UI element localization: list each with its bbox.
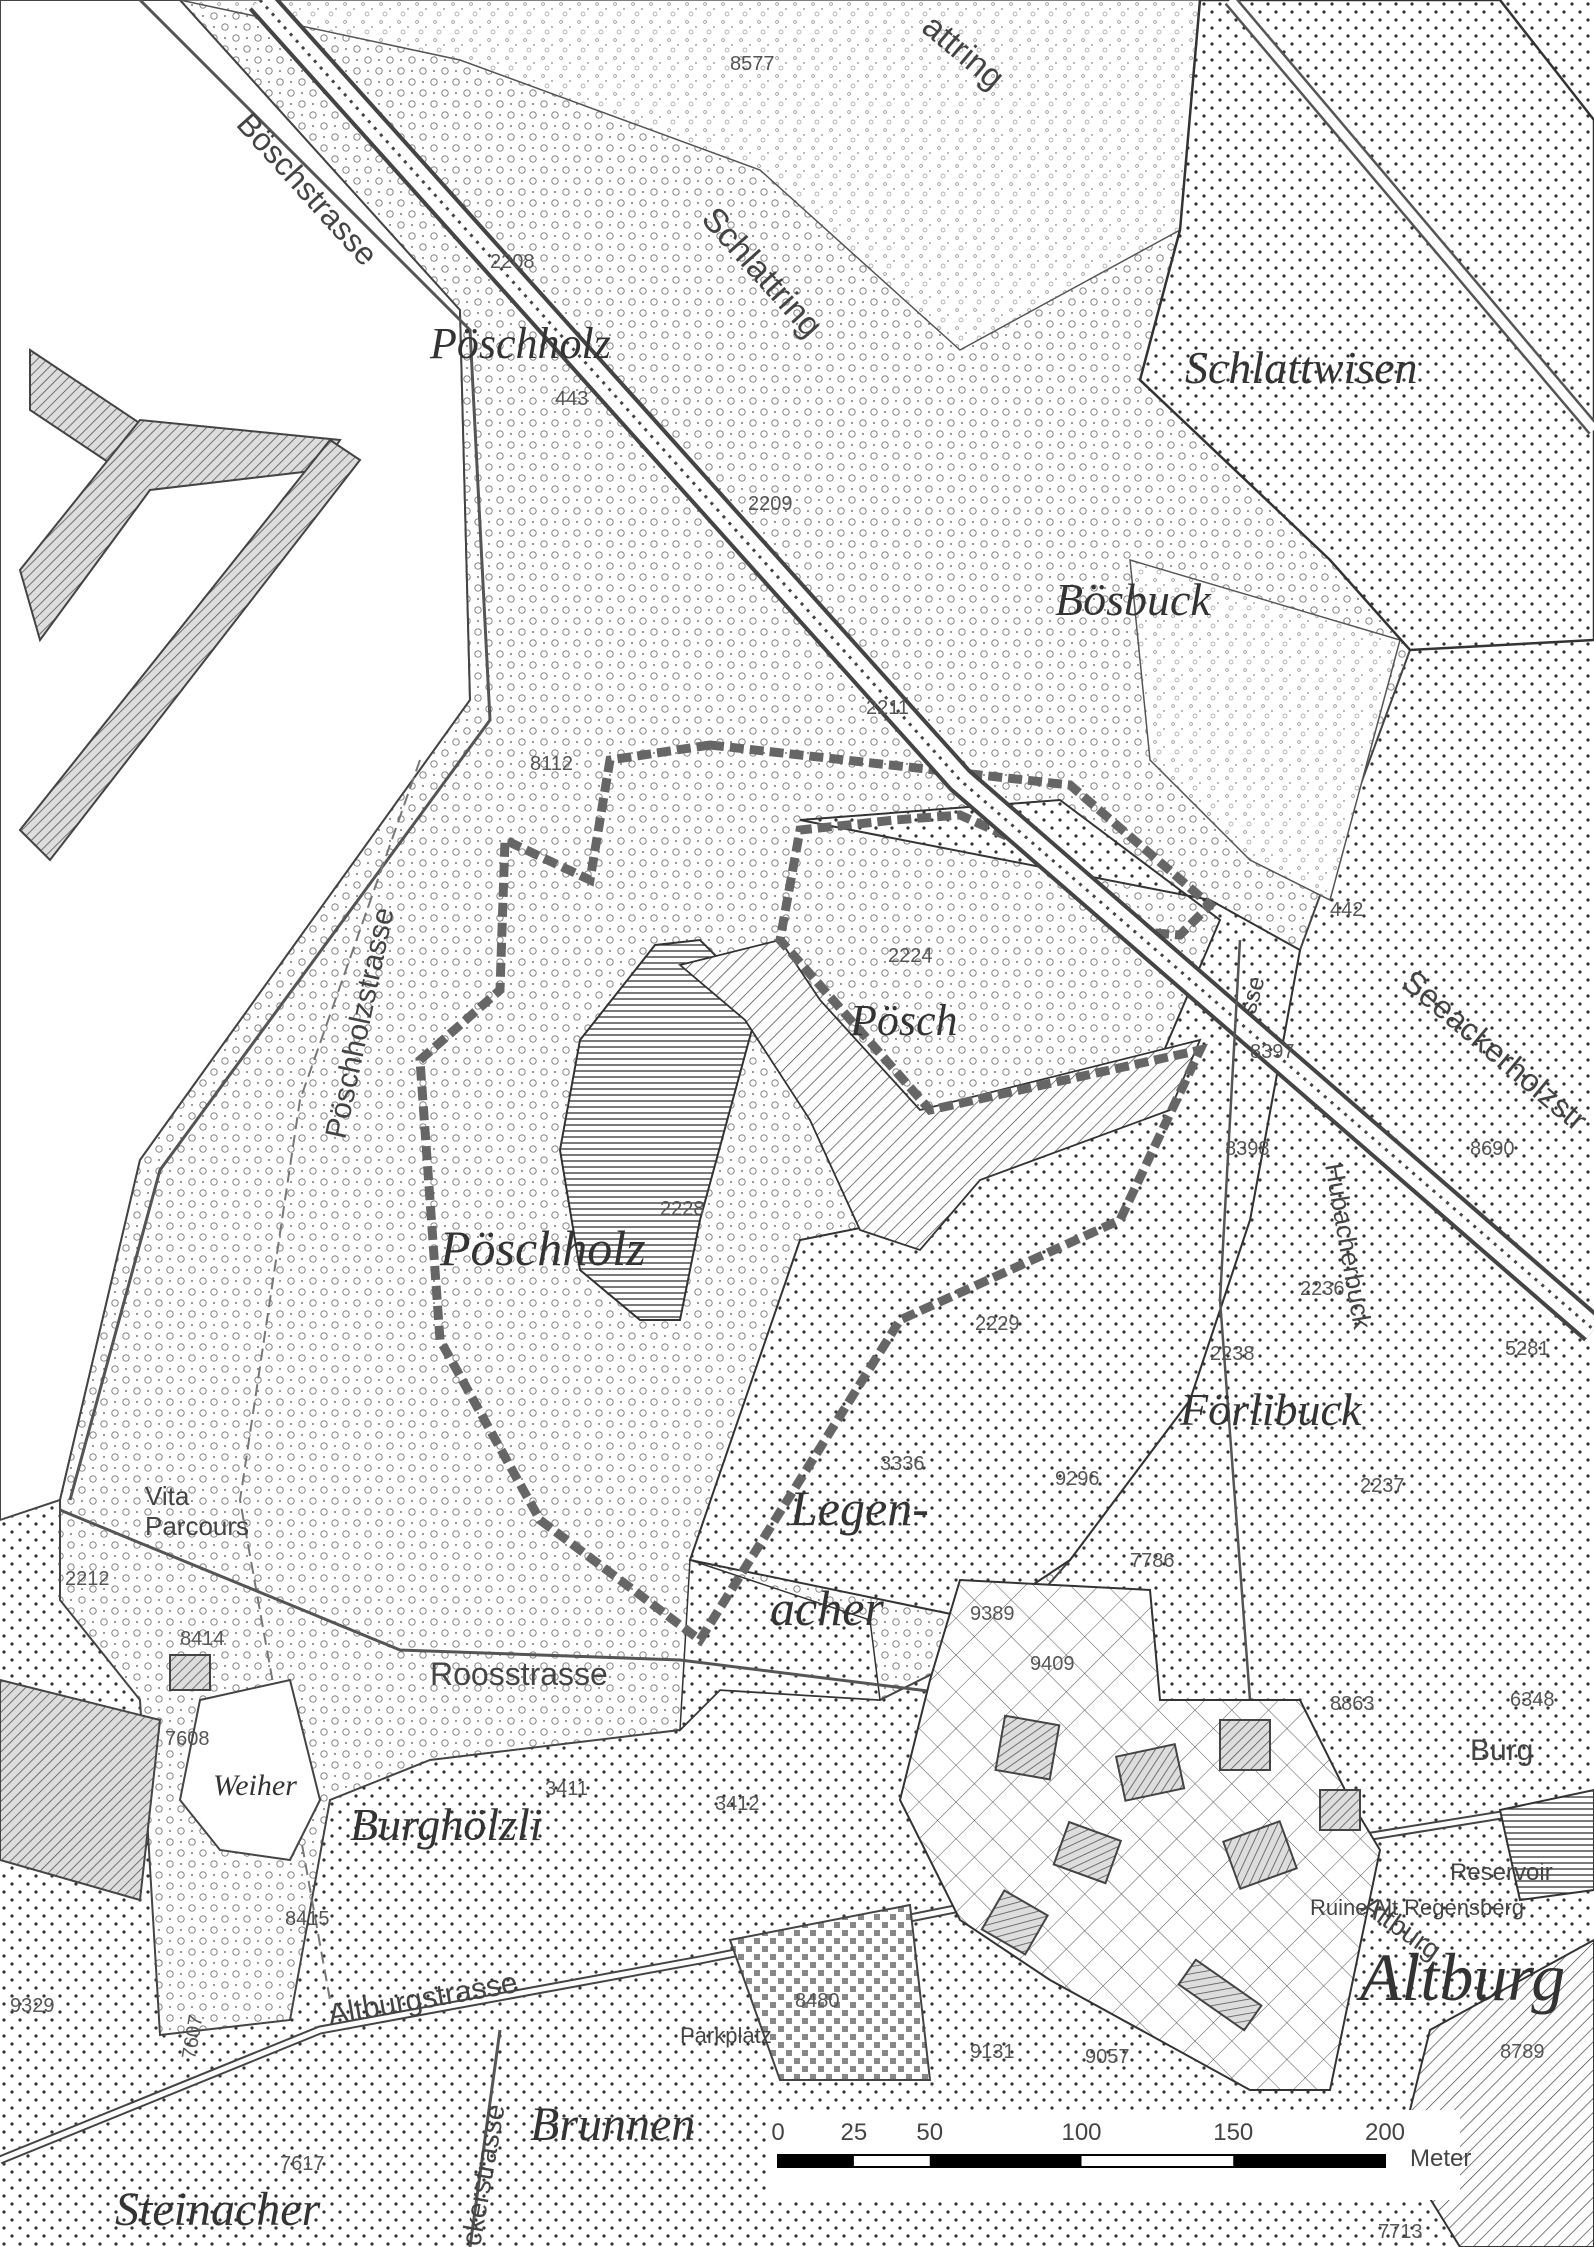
parcel-number: 8414 <box>180 1628 225 1650</box>
road-ackerstrasse <box>468 2029 502 2247</box>
parcel-number: 6348 <box>1510 1689 1555 1711</box>
parcel-number: 9329 <box>10 1995 55 2017</box>
building <box>1221 1819 1299 1891</box>
scale-segment <box>778 2155 854 2167</box>
parcel-number: 2208 <box>490 251 535 273</box>
parcel-numbers: 8577 2208 443 2209 2211 8112 442 2224 8397 8398 86… <box>10 53 1555 2243</box>
reservoir-block <box>1498 1788 1594 1902</box>
parcel-number: 2229 <box>975 1313 1020 1335</box>
parcel-number: 9296 <box>1055 1468 1100 1490</box>
parking-area <box>728 1903 932 2081</box>
building <box>1319 1789 1361 1831</box>
parcel-number: 7713 <box>1378 2221 1423 2243</box>
parcel-number: 3411 <box>545 1778 588 1800</box>
parcel-number: 7608 <box>165 1728 210 1750</box>
scale-bar: 0 25 50 100 150 200 Meter <box>770 2110 1471 2200</box>
parcel-number: 2237 <box>1360 1475 1405 1497</box>
placename-foerlibuck: Förlibuck <box>1179 1384 1363 1435</box>
field-schlattwisen <box>1138 0 1594 652</box>
parcel-number: 3336 <box>880 1453 925 1475</box>
poi-ruine: Ruine Alt Regensberg <box>1310 1895 1524 1920</box>
scale-segments <box>778 2155 1385 2167</box>
highway-east-inner <box>1226 0 1594 433</box>
poi-weiher: Weiher <box>213 1769 297 1802</box>
building <box>1114 1743 1186 1802</box>
parcel-number: 443 <box>555 388 588 410</box>
parcel-number: 2212 <box>65 1568 110 1590</box>
building <box>994 1714 1061 1781</box>
road-boeschstrasse <box>68 0 492 1501</box>
parcel-number: 2228 <box>660 1198 705 1220</box>
poi-vita: Vita <box>145 1481 190 1511</box>
village-zone <box>898 1578 1382 2091</box>
parcel-number: 7617 <box>280 2153 325 2175</box>
parcel-number: 8398 <box>1225 1138 1270 1160</box>
parcel-number: 2238 <box>1210 1343 1255 1365</box>
parcel-number: 2211 <box>866 697 909 719</box>
street-burg: Burg <box>1470 1734 1533 1767</box>
parcel-number: 3412 <box>715 1793 760 1815</box>
placename-acher: acher <box>770 1580 884 1636</box>
parcel-number: 2236 <box>1300 1278 1345 1300</box>
scale-tick-label: 50 <box>916 2119 943 2146</box>
placename-poesch: Pösch <box>849 996 958 1045</box>
parcel-number: 8863 <box>1330 1693 1375 1715</box>
building-west-long <box>18 438 362 862</box>
parcel-number: 9057 <box>1085 2046 1130 2068</box>
parcel-number: 8480 <box>795 1990 840 2012</box>
scale-segment <box>1233 2155 1385 2167</box>
scale-tick-label: 100 <box>1061 2119 1101 2146</box>
parcel-number: 8112 <box>530 753 573 775</box>
building <box>169 1654 211 1691</box>
zone-diagonal-hatch <box>678 938 1202 1252</box>
scale-tick-label: 25 <box>841 2119 868 2146</box>
parcel-number: 9389 <box>970 1603 1015 1625</box>
parcel-number: 8690 <box>1470 1138 1515 1160</box>
building-southwest <box>0 1678 162 1902</box>
forest-speckle-north <box>179 0 1201 351</box>
placename-steinacher: Steinacher <box>115 2183 321 2236</box>
parcel-number: 8577 <box>730 53 775 75</box>
parcel-number: 9131 <box>970 2041 1015 2063</box>
placename-poeschholz-north: Pöschholz <box>429 319 611 368</box>
building <box>1177 1958 1263 2032</box>
field-legenacher <box>679 1558 881 1732</box>
building <box>1219 1719 1271 1771</box>
poi-parkplatz: Parkplatz <box>680 2023 772 2048</box>
scale-tick-label: 150 <box>1213 2119 1253 2146</box>
poi-parcours: Parcours <box>145 1511 249 1541</box>
parcel-number: 2224 <box>888 945 933 967</box>
parcel-number: 442 <box>1330 899 1363 921</box>
placename-brunnen: Brunnen <box>530 2098 695 2151</box>
road-huebacherbuck <box>1218 939 1252 1701</box>
parcel-number: 8789 <box>1500 2041 1545 2063</box>
parcel-number: 9409 <box>1030 1653 1075 1675</box>
placename-legen: Legen- <box>789 1480 929 1536</box>
parcel-number: 7786 <box>1130 1550 1175 1572</box>
poi-reservoir: Reservoir <box>1450 1859 1553 1886</box>
placename-boesbuck: Bösbuck <box>1055 574 1212 625</box>
scale-unit: Meter <box>1410 2145 1471 2172</box>
road-roosstrasse <box>59 1508 1001 1702</box>
building <box>1052 1820 1123 1885</box>
parcel-number: 8415 <box>285 1908 330 1930</box>
scale-tick-label: 0 <box>771 2119 784 2146</box>
street-roosstrasse: Roosstrasse <box>430 1656 608 1692</box>
placename-schlattwisen: Schlattwisen <box>1185 342 1418 393</box>
placename-altburg: Altburg <box>1356 1939 1565 2015</box>
scale-segment <box>929 2155 1082 2167</box>
railway-inner <box>251 0 1594 1339</box>
parcel-number: 2209 <box>748 493 793 515</box>
scale-tick-label: 200 <box>1365 2119 1405 2146</box>
placename-burghoelzli: Burghölzli <box>350 1799 543 1850</box>
parcel-number: 5281 <box>1505 1338 1550 1360</box>
pond-area <box>178 1678 322 1862</box>
placename-poeschholz-center: Pöschholz <box>439 1220 646 1276</box>
forest-speckle-east <box>1129 558 1401 902</box>
parcel-number: 8397 <box>1250 1041 1295 1063</box>
scale-ticks: 0 25 50 100 150 200 <box>771 2119 1405 2146</box>
building <box>980 1889 1050 1956</box>
